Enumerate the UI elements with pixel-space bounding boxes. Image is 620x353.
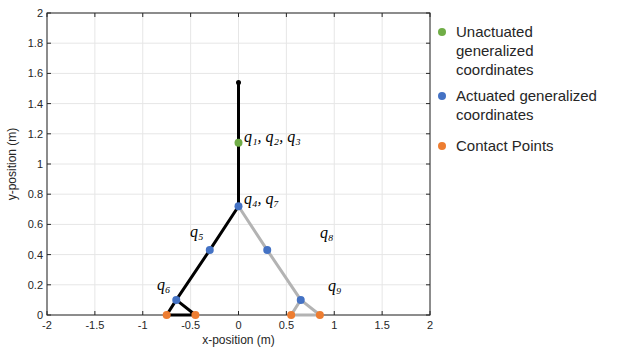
tick-mark [238,311,239,315]
tick-mark [47,315,51,316]
tick-label: 1.5 [374,319,389,331]
actuated-joint [297,296,305,304]
tick-mark [430,13,431,17]
tick-mark [142,311,143,315]
tick-mark [382,13,383,17]
joint-label: q₈ [320,224,334,242]
tick-mark [426,164,430,165]
actuated-joint [235,202,243,210]
tick-mark [47,311,48,315]
tick-mark [426,315,430,316]
actuated-joint [172,296,180,304]
legend-text: Actuated generalized coordinates [456,86,614,124]
tick-label: 2 [427,319,433,331]
tick-mark [426,284,430,285]
tick-label: 0 [37,309,43,321]
tick-label: 0.6 [28,218,43,230]
tick-label: 0.2 [28,279,43,291]
grid-line [190,13,191,315]
grid-line [286,13,287,315]
tick-mark [382,311,383,315]
unactuated-joint [235,139,243,147]
tick-mark [190,13,191,17]
axes-box [47,13,430,315]
tick-mark [94,311,95,315]
tick-mark [47,254,51,255]
tick-label: -2 [42,319,52,331]
tick-label: 1 [37,158,43,170]
tick-mark [426,254,430,255]
legend-swatch [438,92,446,100]
tick-label: 2 [37,7,43,19]
tick-mark [426,133,430,134]
tick-mark [47,73,51,74]
tick-mark [47,13,48,17]
actuated-joint [263,246,271,254]
tick-label: -0.5 [181,319,200,331]
tick-mark [426,194,430,195]
tick-label: 1.8 [28,37,43,49]
tick-mark [94,13,95,17]
tick-mark [238,13,239,17]
tick-mark [47,103,51,104]
joint-label: q₉ [328,277,342,295]
tick-mark [47,133,51,134]
tick-mark [430,311,431,315]
grid-line [94,13,95,315]
tick-mark [47,284,51,285]
leg-link [176,250,210,300]
leg-link [239,206,268,250]
actuated-joint [206,246,214,254]
leg-link [267,250,301,300]
tick-mark [426,43,430,44]
tick-mark [286,311,287,315]
tick-label: 0.4 [28,249,43,261]
tick-mark [47,43,51,44]
grid-line [334,13,335,315]
foot-link [291,314,320,317]
contact-point [163,311,171,319]
tick-label: -1 [138,319,148,331]
tick-mark [47,164,51,165]
grid-line [142,13,143,315]
tick-label: 1.2 [28,128,43,140]
legend-text: Unactuated generalized coordinates [456,22,614,79]
joint-label: q₅ [190,223,204,241]
contact-point [316,311,324,319]
tick-label: 1.4 [28,98,43,110]
tick-mark [286,13,287,17]
tick-mark [47,224,51,225]
legend-swatch [438,142,446,150]
contact-point [287,311,295,319]
joint-label: q₁, q₂, q₃ [244,128,301,146]
tick-mark [426,224,430,225]
joint-label: q₆ [157,276,171,294]
contact-point [191,311,199,319]
tick-mark [47,194,51,195]
foot-link [167,314,196,317]
tick-label: 1 [331,319,337,331]
tick-mark [334,13,335,17]
leg-link [210,206,239,250]
tick-label: 1.6 [28,67,43,79]
legend-text: Contact Points [456,136,614,155]
tick-label: 0.8 [28,188,43,200]
tick-mark [426,103,430,104]
tick-mark [47,13,51,14]
tick-label: 0.5 [279,319,294,331]
legend-swatch [438,28,446,36]
joint-label: q₄, q₇ [244,190,279,208]
grid-line [238,13,239,315]
tick-mark [426,13,430,14]
tick-label: 0 [235,319,241,331]
tick-mark [142,13,143,17]
axis-title: y-position (m) [5,128,19,201]
tick-mark [426,73,430,74]
axis-title: x-position (m) [202,333,275,347]
tick-mark [334,311,335,315]
head-dot [236,80,241,85]
grid-line [382,13,383,315]
tick-label: -1.5 [85,319,104,331]
